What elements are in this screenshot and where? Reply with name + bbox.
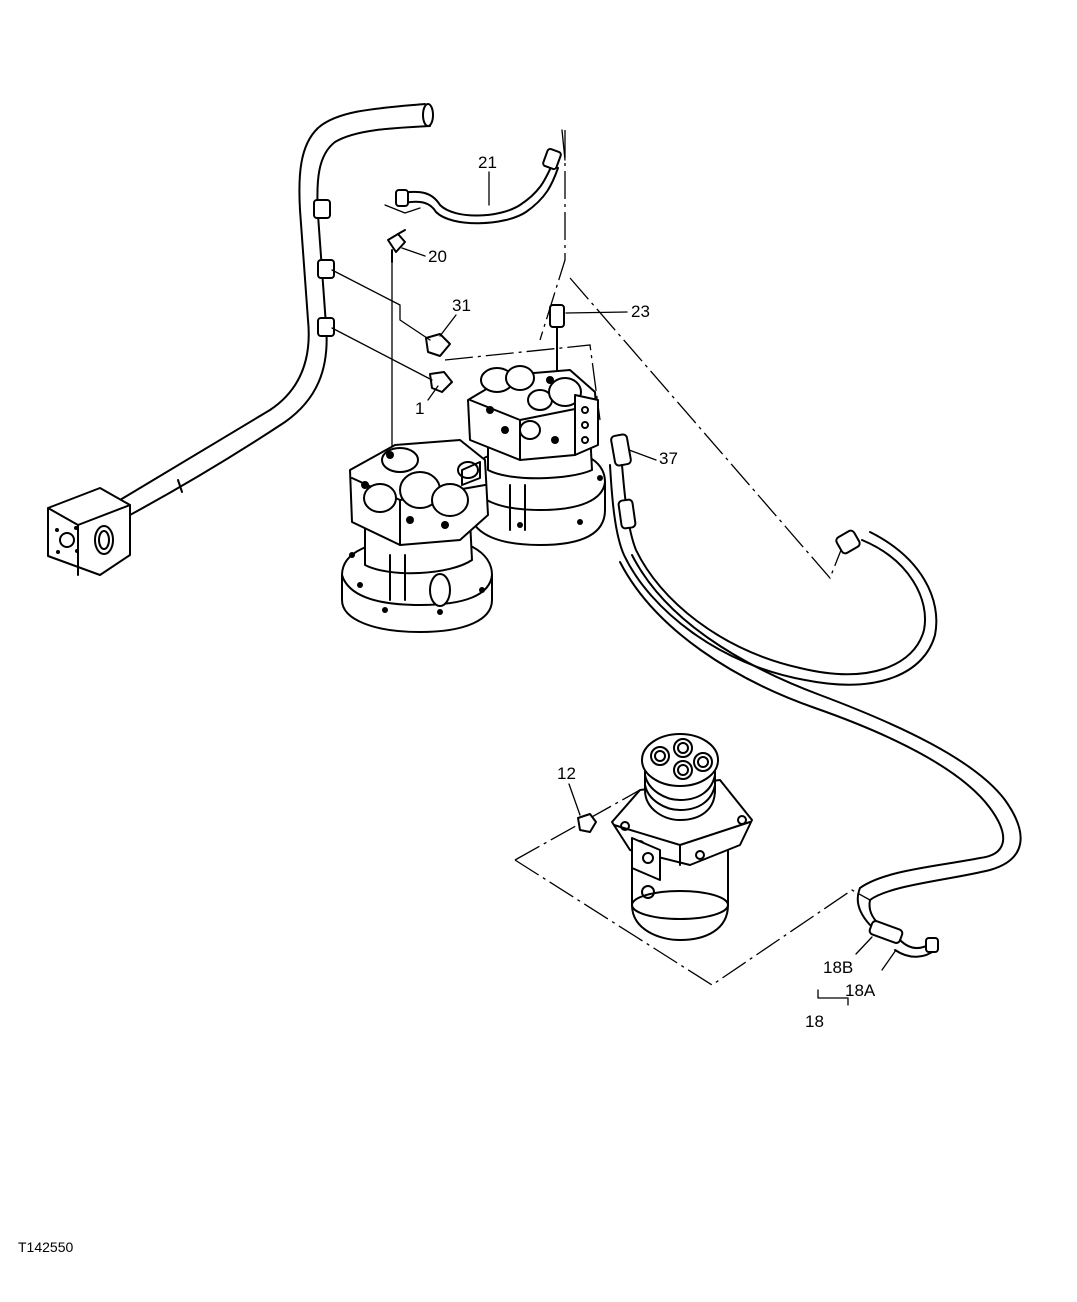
callout-leaders [401,171,897,1006]
hose-18 [856,887,939,958]
callout-37: 37 [659,449,678,468]
callout-31: 31 [452,296,471,315]
callout-23: 23 [631,302,650,321]
callout-20: 20 [428,247,447,266]
fitting-12 [577,813,597,833]
hose-37 [609,433,1022,901]
rigid-tube [119,103,434,516]
elbow-fitting-20 [387,229,406,263]
callout-18a: 18A [845,981,876,1000]
reference-lines [444,130,871,986]
manifold-block [47,487,131,576]
swing-motor-front [341,439,493,633]
callout-18: 18 [805,1012,824,1031]
callout-1: 1 [415,399,424,418]
figure-id: T142550 [18,1239,73,1255]
hose-21 [384,129,566,225]
leader-lines [331,261,433,451]
swing-motor-rear [467,365,606,546]
fitting-23 [549,304,565,373]
fitting-1 [429,371,453,393]
callout-18b: 18B [823,958,853,977]
callout-21: 21 [478,153,497,172]
fitting-31 [425,333,451,357]
callout-12: 12 [557,764,576,783]
center-joint [611,733,753,941]
